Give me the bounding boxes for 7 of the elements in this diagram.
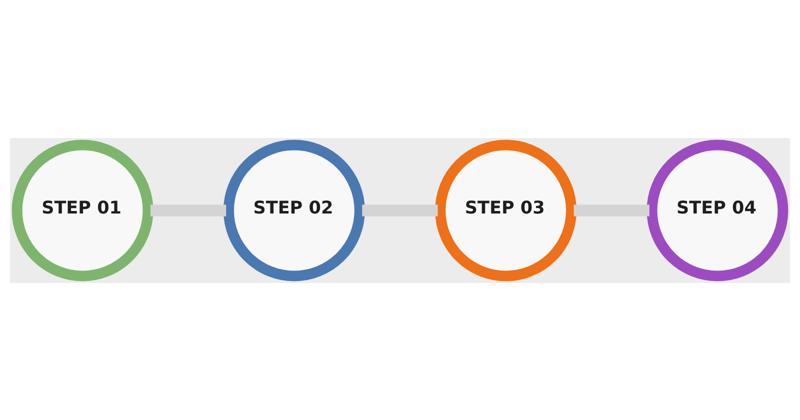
node-circle: STEP 04	[646, 139, 788, 281]
node-circle: STEP 02	[223, 139, 365, 281]
connector	[574, 204, 650, 216]
connector	[150, 204, 226, 216]
node-circle: STEP 03	[435, 139, 577, 281]
connector	[362, 204, 438, 216]
node-circle: STEP 01	[12, 139, 154, 281]
